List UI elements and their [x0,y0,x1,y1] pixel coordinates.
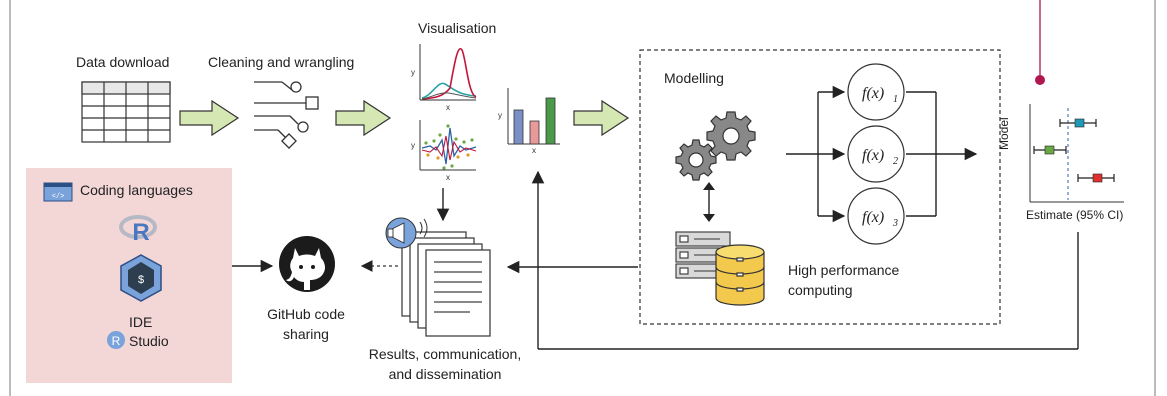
model-tree-arrows [786,85,978,223]
function-node-1: f(x) 1 [847,63,905,121]
label-github-2: sharing [283,326,329,342]
pin-head [1035,75,1045,85]
label-results-2: and dissemination [388,366,502,382]
function-node-3: f(x) 3 [847,187,905,245]
function-sub-3: 3 [892,218,898,229]
green-arrow-3 [573,99,630,137]
label-studio: Studio [129,333,169,349]
label-visualisation: Visualisation [418,20,497,36]
wrangling-icon [254,81,319,149]
documents-icon [401,231,491,337]
label-cleaning: Cleaning and wrangling [208,54,355,70]
forest-plot [1029,0,1124,203]
svg-text:y: y [411,68,415,77]
code-tag-text: </> [52,193,65,201]
line-chart-icon: y x [411,44,477,112]
code-window-icon: </> [43,182,73,202]
rstudio-letter: R [112,334,121,348]
function-sub-2: 2 [893,156,898,167]
function-node-2: f(x) 2 [847,125,905,183]
feedback-arrow [531,170,1079,350]
svg-text:y: y [411,141,415,150]
r-logo-letter: R [132,219,149,246]
function-label-2: f(x) [862,147,884,164]
label-data-download: Data download [76,54,170,70]
svg-text:x: x [446,173,450,182]
green-arrow-1 [179,99,240,137]
gears-icon [675,111,756,181]
svg-text:x: x [532,146,536,155]
database-icon [715,244,765,306]
modelling-box [639,49,1001,325]
double-arrow-gears-hpc [703,182,715,222]
green-arrow-2 [335,99,392,137]
bash-hex-icon: $ [120,254,162,302]
function-sub-1: 1 [893,94,898,105]
function-label-3: f(x) [862,209,884,226]
label-github-1: GitHub code [267,306,345,322]
label-modelling: Modelling [664,70,724,86]
r-logo-icon: R [119,215,157,246]
megaphone-icon [385,217,428,249]
function-label-1: f(x) [862,85,884,102]
rstudio-logo-icon: R [107,331,125,349]
label-results-1: Results, communication, [368,346,522,362]
svg-text:y: y [498,111,502,120]
svg-text:x: x [446,103,450,112]
scatter-chart-icon: y x [411,120,477,182]
table-icon [81,81,171,143]
svg-text:$: $ [138,275,145,287]
label-hpc-2: computing [788,282,853,298]
outer-frame [9,0,1156,396]
label-coding-languages: Coding languages [80,182,193,198]
label-model-axis: Model [997,117,1011,150]
label-hpc-1: High performance [788,262,900,278]
bar-chart-icon: y x [498,88,560,155]
github-icon [279,236,335,292]
label-ide: IDE [129,314,153,330]
label-estimate: Estimate (95% CI) [1026,208,1124,222]
